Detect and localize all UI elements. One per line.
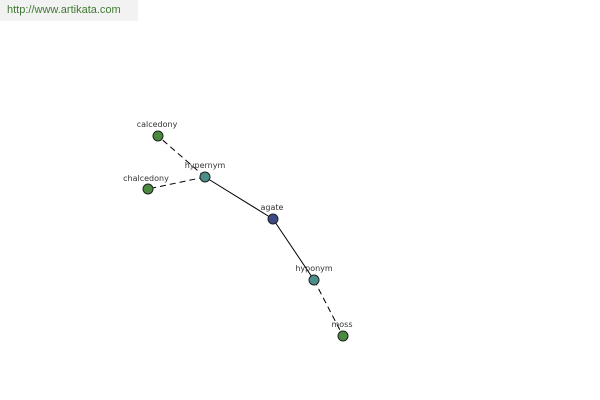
- node-moss[interactable]: moss: [331, 320, 353, 342]
- node-calcedony[interactable]: calcedony: [137, 120, 178, 142]
- edge-hypernym-calcedony: [157, 135, 206, 178]
- node-label-hypernym: hypernym: [185, 161, 226, 170]
- node-hyponym[interactable]: hyponym: [295, 264, 333, 286]
- node-chalcedony[interactable]: chalcedony: [123, 174, 169, 195]
- edge-agate-hypernym: [204, 176, 274, 220]
- node-marker-hyponym[interactable]: [308, 274, 320, 286]
- node-label-moss: moss: [331, 320, 352, 329]
- edge-hyponym-moss: [313, 279, 344, 337]
- node-label-chalcedony: chalcedony: [123, 174, 169, 183]
- nodes-layer: agate hypernym hyponym calcedony chalcedony m…: [123, 120, 353, 342]
- node-label-calcedony: calcedony: [137, 120, 178, 129]
- watermark-url: http://www.artikata.com: [0, 0, 138, 21]
- edge-agate-hyponym: [272, 218, 315, 281]
- node-marker-calcedony[interactable]: [152, 130, 164, 142]
- node-label-agate: agate: [261, 203, 284, 212]
- node-marker-hypernym[interactable]: [199, 171, 211, 183]
- node-marker-chalcedony[interactable]: [142, 183, 154, 195]
- node-hypernym[interactable]: hypernym: [185, 161, 226, 183]
- node-label-hyponym: hyponym: [295, 264, 333, 273]
- node-marker-agate[interactable]: [267, 213, 279, 225]
- edges-layer: [147, 135, 344, 337]
- node-marker-moss[interactable]: [337, 330, 349, 342]
- node-agate[interactable]: agate: [261, 203, 284, 225]
